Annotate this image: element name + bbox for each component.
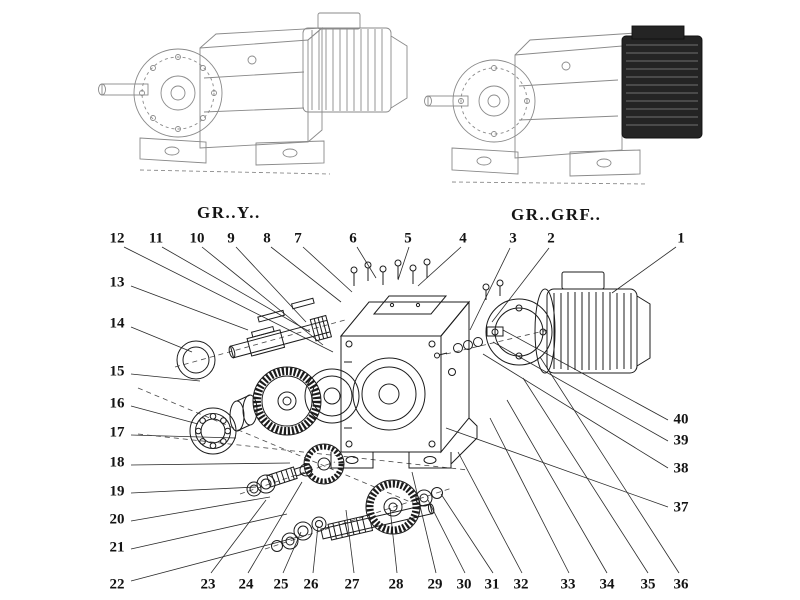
callout-29: 29	[427, 576, 443, 593]
callout-9: 9	[227, 230, 235, 247]
assembled-view-right-artwork	[424, 25, 703, 185]
callout-22: 22	[109, 576, 125, 593]
callout-34: 34	[599, 576, 615, 593]
callout-16: 16	[109, 395, 125, 412]
intermediate-parts	[246, 443, 345, 497]
cover-bolts-part	[350, 258, 431, 286]
callout-25: 25	[273, 576, 289, 593]
callout-14: 14	[109, 315, 125, 332]
callout-35: 35	[640, 576, 656, 593]
input-shaft-part	[228, 297, 333, 359]
spacer-sleeve-part	[229, 394, 258, 432]
housing-part	[330, 295, 478, 469]
output-shaft-part	[271, 479, 443, 552]
leader-lines	[123, 246, 680, 582]
callout-3: 3	[509, 230, 517, 247]
variant-label-gr-grf: GR..GRF..	[511, 205, 602, 224]
exploded-view-artwork	[137, 258, 651, 552]
callout-40: 40	[673, 411, 689, 428]
callout-31: 31	[484, 576, 500, 593]
callout-26: 26	[303, 576, 319, 593]
callout-15: 15	[109, 363, 125, 380]
callout-5: 5	[404, 230, 412, 247]
callout-20: 20	[109, 511, 125, 528]
callout-17: 17	[109, 424, 125, 441]
callout-18: 18	[109, 454, 125, 471]
callout-4: 4	[459, 230, 467, 247]
callout-2: 2	[547, 230, 555, 247]
bearing-part	[189, 407, 237, 455]
callout-39: 39	[673, 432, 689, 449]
callout-7: 7	[294, 230, 302, 247]
callout-10: 10	[189, 230, 205, 247]
callout-21: 21	[109, 539, 125, 556]
callout-8: 8	[263, 230, 271, 247]
assembled-view-left-artwork	[98, 12, 408, 175]
callout-24: 24	[238, 576, 254, 593]
callout-19: 19	[109, 483, 125, 500]
motor-fasteners-part	[434, 279, 504, 359]
callout-1: 1	[677, 230, 685, 247]
construction-lines	[137, 319, 549, 550]
motor-part	[485, 271, 651, 374]
callout-33: 33	[560, 576, 576, 593]
large-gear-part	[252, 366, 360, 436]
variant-label-gr-y: GR..Y..	[197, 203, 261, 222]
callout-23: 23	[200, 576, 216, 593]
callout-37: 37	[673, 499, 689, 516]
callout-38: 38	[673, 460, 689, 477]
callout-28: 28	[388, 576, 404, 593]
callout-27: 27	[344, 576, 360, 593]
callout-30: 30	[456, 576, 472, 593]
callout-11: 11	[148, 230, 164, 247]
callout-12: 12	[109, 230, 125, 247]
seal-ring-part	[176, 340, 216, 380]
callout-6: 6	[349, 230, 357, 247]
callout-36: 36	[673, 576, 689, 593]
callout-32: 32	[513, 576, 529, 593]
callout-13: 13	[109, 274, 125, 291]
